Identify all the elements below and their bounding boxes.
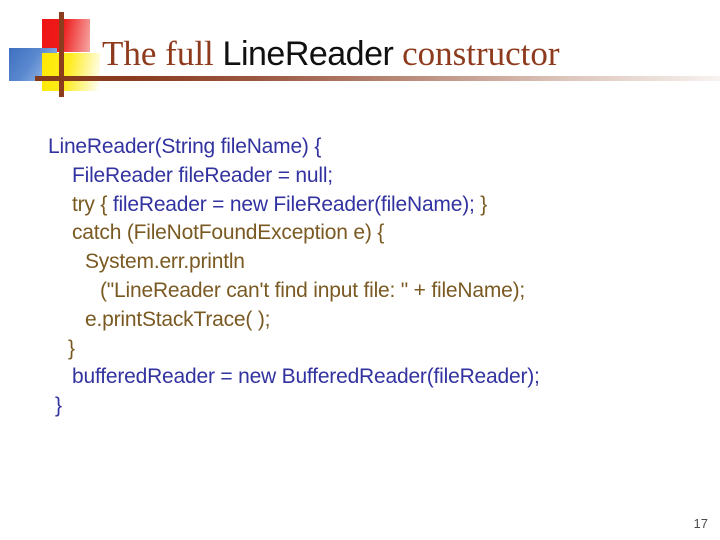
decoration-vertical-line	[59, 12, 64, 97]
code-segment-brown: e.printStackTrace( );	[85, 307, 271, 331]
code-line: try { fileReader = new FileReader(fileNa…	[48, 191, 540, 220]
title-underline-rule	[35, 76, 720, 81]
code-line: LineReader(String fileName) {	[48, 133, 540, 162]
code-line: catch (FileNotFoundException e) {	[48, 219, 540, 248]
code-segment-blue: LineReader(String fileName) {	[48, 135, 322, 158]
code-segment-brown: ("LineReader can't find input file: " + …	[100, 278, 526, 302]
code-line: e.printStackTrace( );	[48, 306, 540, 335]
title-text-suffix: constructor	[393, 34, 560, 73]
code-line: }	[48, 335, 540, 364]
code-segment-brown: }	[474, 192, 488, 216]
page-number: 17	[693, 516, 708, 531]
code-segment-brown: System.err.println	[85, 250, 245, 274]
code-segment-brown: }	[68, 336, 75, 360]
code-block: LineReader(String fileName) { FileReader …	[48, 133, 540, 421]
slide-title: The full LineReader constructor	[102, 34, 560, 81]
code-segment-blue: fileReader = new FileReader(fileName);	[112, 192, 475, 216]
decoration-yellow-square	[42, 53, 100, 91]
code-line: ("LineReader can't find input file: " + …	[48, 277, 540, 306]
code-line: bufferedReader = new BufferedReader(file…	[48, 363, 540, 392]
code-segment-blue: }	[55, 394, 62, 418]
code-line: }	[48, 392, 540, 421]
code-segment-brown: try {	[72, 192, 113, 216]
code-segment-blue: bufferedReader = new BufferedReader(file…	[72, 365, 540, 389]
code-segment-brown: catch (FileNotFoundException e) {	[72, 221, 385, 245]
code-line: FileReader fileReader = null;	[48, 162, 540, 191]
title-text-prefix: The full	[102, 34, 223, 73]
code-segment-blue: FileReader fileReader = null;	[72, 163, 333, 187]
decoration-red-square	[42, 19, 90, 52]
code-line: System.err.println	[48, 248, 540, 277]
title-text-classname: LineReader	[222, 35, 394, 73]
